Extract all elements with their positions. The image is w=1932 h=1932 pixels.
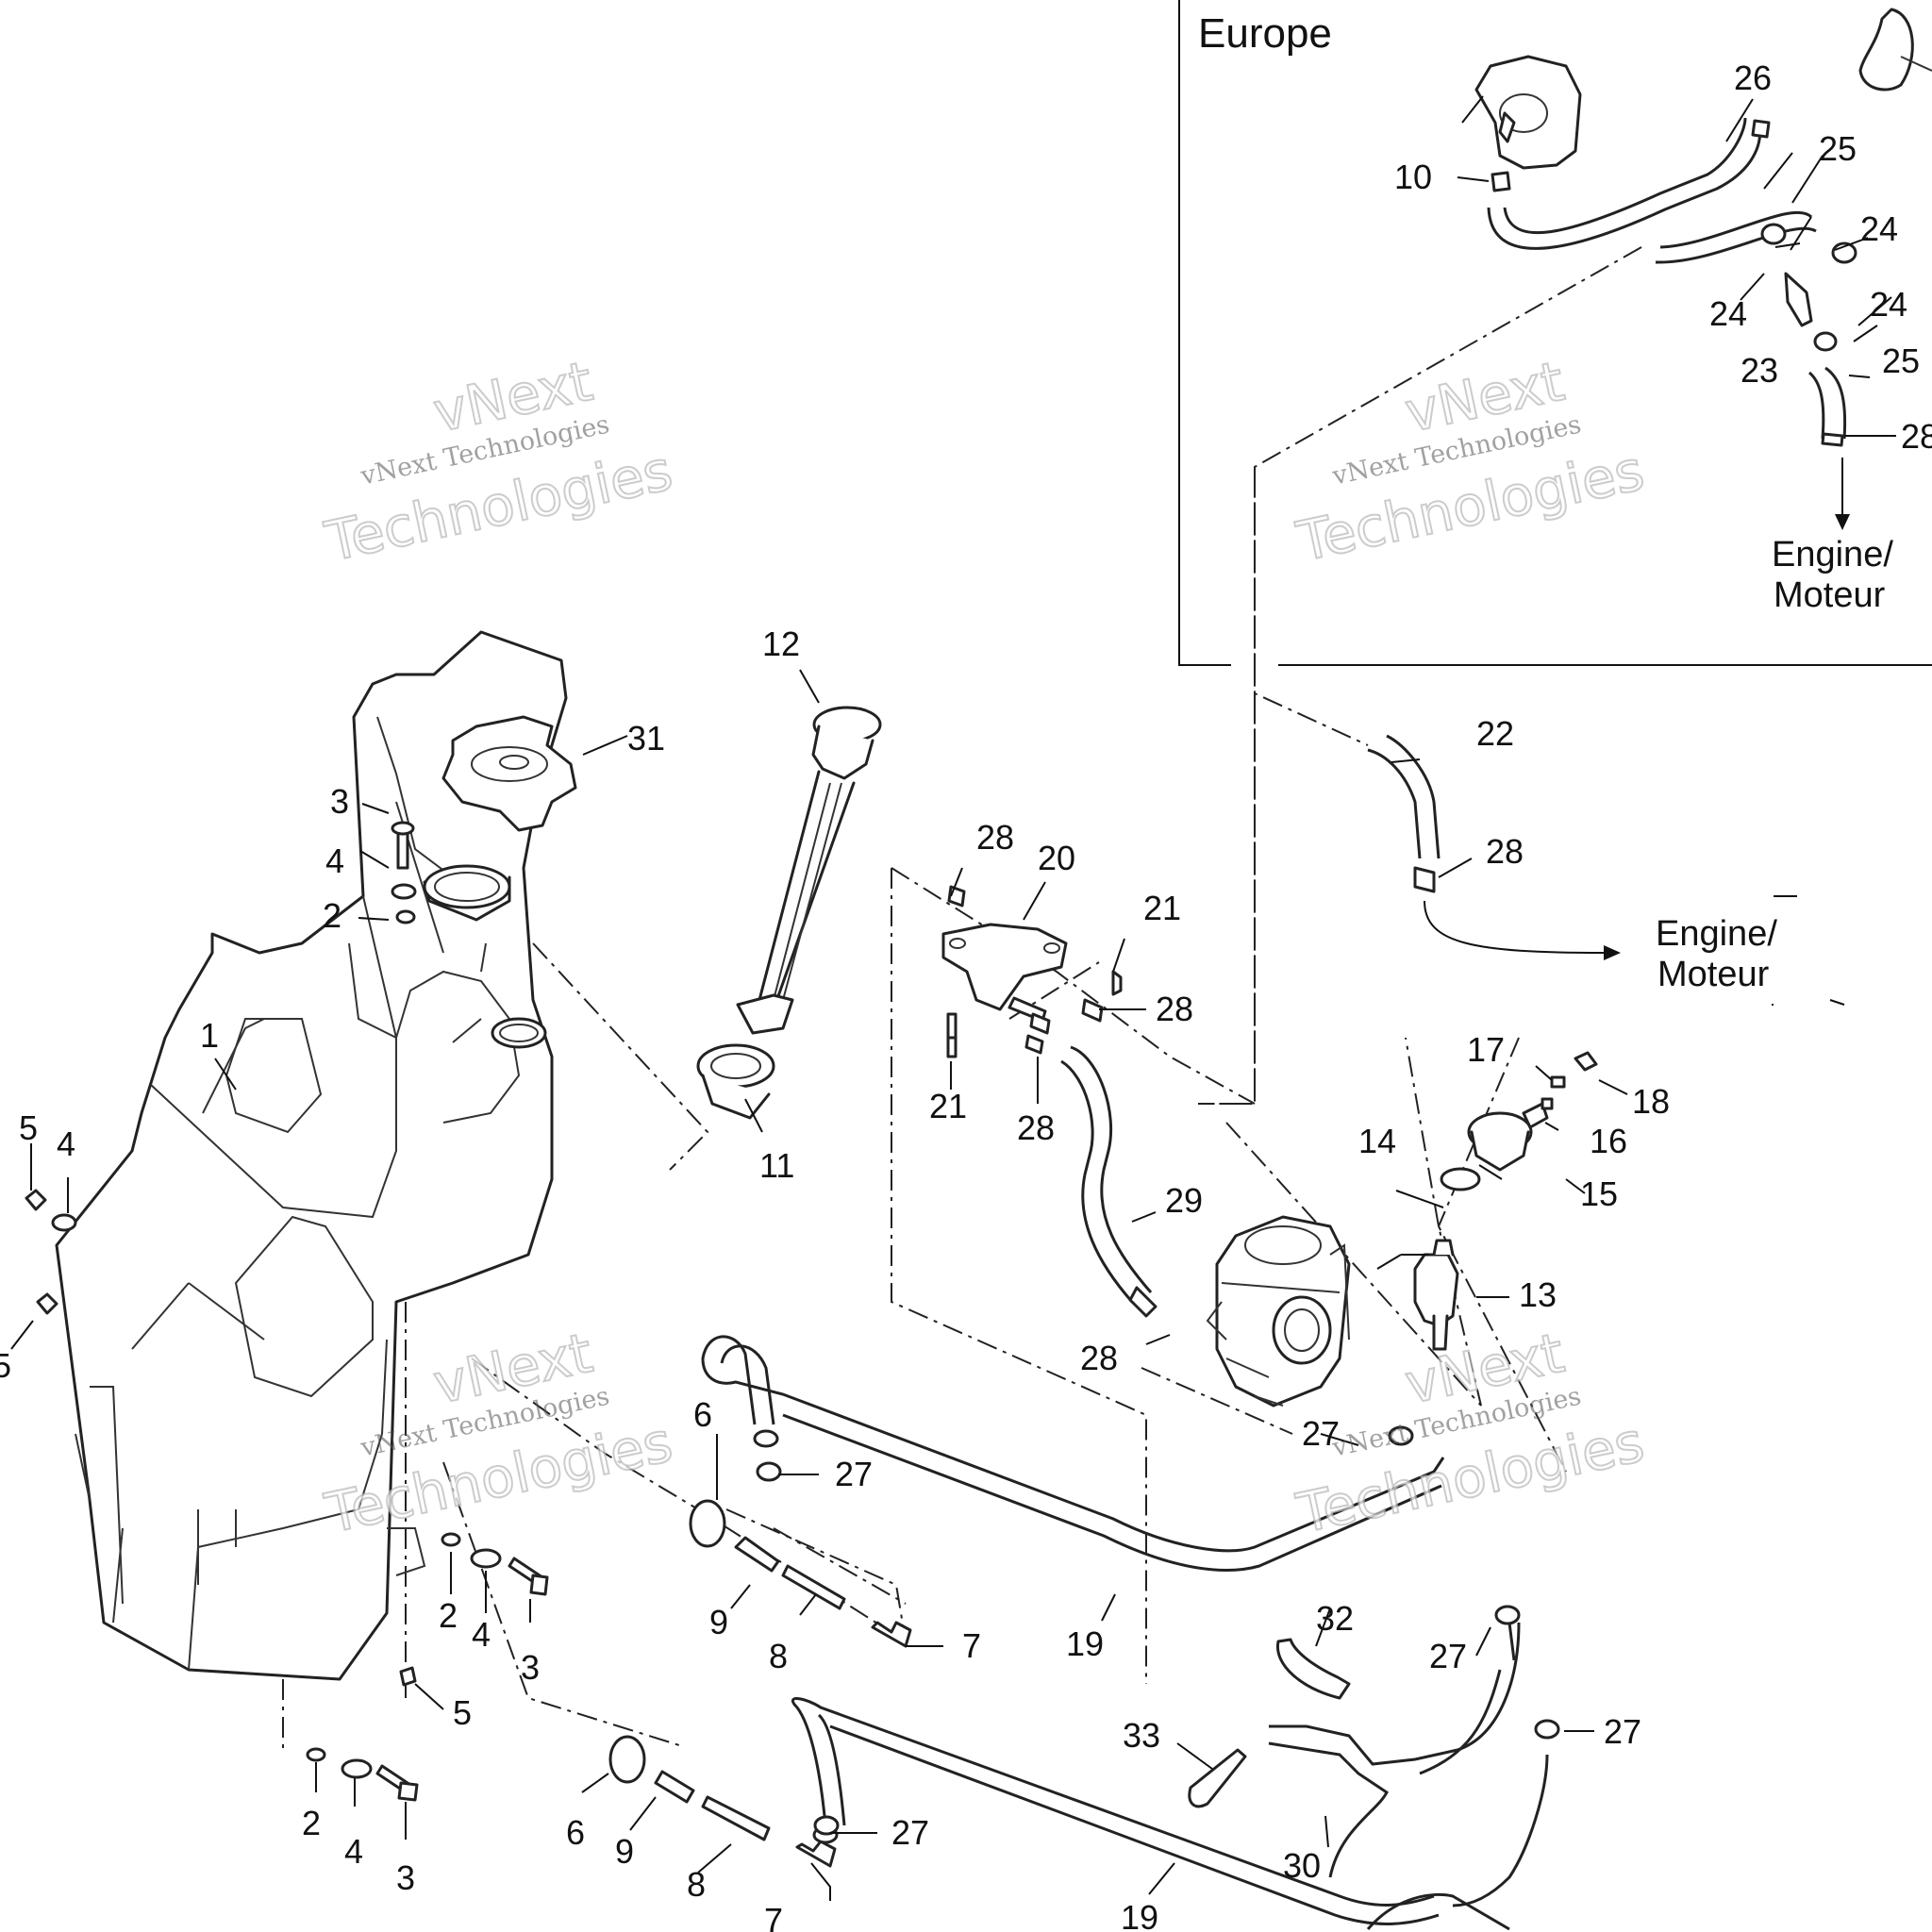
callout-11: 11 bbox=[759, 1146, 794, 1185]
callout-9b: 9 bbox=[615, 1832, 634, 1871]
callout-3b: 3 bbox=[521, 1648, 540, 1687]
callout-10: 10 bbox=[1394, 158, 1432, 196]
callout-26: 26 bbox=[1734, 58, 1772, 97]
filter-cover bbox=[941, 885, 1123, 1058]
callout-21b: 21 bbox=[929, 1087, 967, 1125]
callout-2a: 2 bbox=[323, 896, 341, 935]
callout-19b: 19 bbox=[1121, 1898, 1158, 1932]
callout-24c: 24 bbox=[1870, 285, 1907, 324]
callout-29: 29 bbox=[1165, 1181, 1203, 1220]
callout-27e: 27 bbox=[891, 1813, 929, 1852]
callout-15: 15 bbox=[1580, 1174, 1618, 1213]
hose-30 bbox=[1268, 1622, 1549, 1907]
callout-31: 31 bbox=[627, 719, 665, 758]
callout-8b: 8 bbox=[687, 1865, 706, 1904]
europe-parts bbox=[1474, 8, 1932, 530]
hardware-left bbox=[25, 821, 549, 1802]
callout-5b: 5 bbox=[0, 1346, 11, 1385]
callout-13: 13 bbox=[1519, 1275, 1557, 1314]
callout-32: 32 bbox=[1316, 1599, 1354, 1638]
callout-20: 20 bbox=[1038, 839, 1075, 877]
callout-4c: 4 bbox=[472, 1615, 491, 1654]
callout-25b: 25 bbox=[1882, 341, 1920, 380]
callout-18: 18 bbox=[1632, 1082, 1670, 1121]
callout-14: 14 bbox=[1358, 1122, 1396, 1160]
hose-19-upper bbox=[701, 1335, 1445, 1573]
callout-30: 30 bbox=[1283, 1846, 1321, 1885]
fuel-cap bbox=[441, 715, 577, 832]
callout-3a: 3 bbox=[330, 782, 349, 821]
carburetor bbox=[1206, 1215, 1351, 1407]
callout-3c: 3 bbox=[396, 1858, 415, 1897]
europe-inset: Europe bbox=[1178, 0, 1932, 666]
callout-6a: 6 bbox=[693, 1395, 712, 1434]
watermark-2: vNext vNext Technologies Technologies bbox=[1291, 348, 1651, 575]
callout-4d: 4 bbox=[344, 1832, 363, 1871]
callout-12: 12 bbox=[762, 625, 800, 663]
filler-neck bbox=[423, 864, 547, 1049]
callout-numbers: 1 3 4 2 5 4 5 31 12 11 10 26 25 24 24 24… bbox=[0, 58, 1932, 1932]
callout-17: 17 bbox=[1467, 1030, 1505, 1069]
callout-22: 22 bbox=[1476, 714, 1514, 753]
engine-europe-label-en: Engine/ bbox=[1772, 535, 1893, 575]
callout-6b: 6 bbox=[566, 1813, 585, 1852]
watermark-1: vNext vNext Technologies Technologies bbox=[319, 348, 679, 575]
callout-5a: 5 bbox=[19, 1108, 38, 1147]
callout-19a: 19 bbox=[1066, 1624, 1104, 1663]
clamp-32 bbox=[1188, 1638, 1351, 1808]
callout-28d: 28 bbox=[1156, 990, 1193, 1028]
callout-28e: 28 bbox=[1017, 1108, 1055, 1147]
callout-16: 16 bbox=[1590, 1122, 1627, 1160]
callout-27c: 27 bbox=[1429, 1637, 1467, 1675]
engine-main-label-en: Engine/ bbox=[1656, 914, 1777, 954]
callout-5c: 5 bbox=[453, 1693, 472, 1732]
callout-27a: 27 bbox=[1302, 1414, 1340, 1453]
callout-4a: 4 bbox=[325, 841, 344, 880]
callout-27b: 27 bbox=[835, 1455, 873, 1493]
fuel-gauge-rod bbox=[696, 706, 882, 1120]
callout-27d: 27 bbox=[1604, 1712, 1641, 1751]
fuel-valve bbox=[1413, 1051, 1598, 1351]
destination-notes: Engine/ Moteur Engine/ Moteur bbox=[1656, 535, 1893, 994]
callout-4b: 4 bbox=[57, 1124, 75, 1163]
callout-7a: 7 bbox=[962, 1626, 981, 1665]
callout-1: 1 bbox=[200, 1016, 219, 1055]
callout-8a: 8 bbox=[769, 1637, 788, 1675]
callout-33: 33 bbox=[1123, 1716, 1160, 1755]
outlet-fittings bbox=[608, 1499, 912, 1868]
callout-7b: 7 bbox=[764, 1901, 783, 1932]
hose-19-lower bbox=[791, 1697, 1510, 1931]
callout-28f: 28 bbox=[1080, 1339, 1118, 1377]
hose-29 bbox=[1060, 1045, 1158, 1318]
engine-main-label-fr: Moteur bbox=[1657, 955, 1770, 994]
callout-23: 23 bbox=[1740, 351, 1778, 390]
callout-2c: 2 bbox=[302, 1804, 321, 1842]
callout-leaders bbox=[10, 95, 1896, 1901]
callout-2b: 2 bbox=[439, 1596, 458, 1635]
callout-25a: 25 bbox=[1819, 129, 1857, 168]
engine-europe-label-fr: Moteur bbox=[1774, 575, 1886, 615]
hose-clamps bbox=[756, 1425, 1560, 1836]
callout-9a: 9 bbox=[709, 1603, 728, 1641]
callout-28c: 28 bbox=[976, 818, 1014, 857]
callout-21a: 21 bbox=[1143, 889, 1181, 927]
callout-24a: 24 bbox=[1860, 209, 1898, 248]
callout-28b: 28 bbox=[1486, 832, 1524, 871]
hose-22 bbox=[1367, 734, 1621, 960]
callout-28a: 28 bbox=[1901, 417, 1932, 456]
callout-24b: 24 bbox=[1709, 294, 1747, 333]
europe-title: Europe bbox=[1198, 10, 1332, 57]
